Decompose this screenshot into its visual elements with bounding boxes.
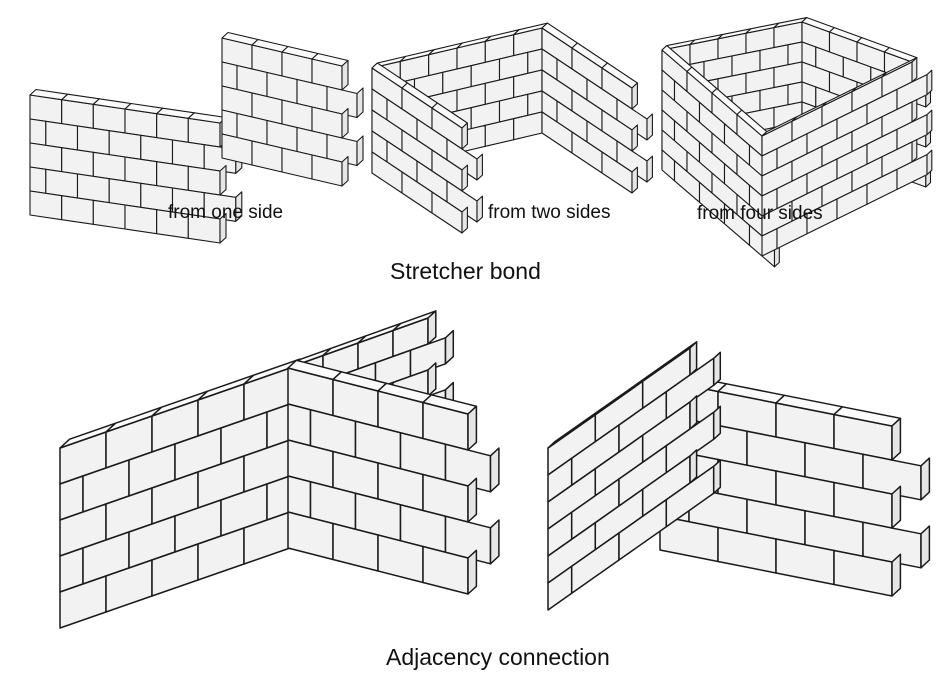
caption-from-four-sides: from four sides xyxy=(697,203,823,224)
section-title-adjacency-connection: Adjacency connection xyxy=(386,644,610,670)
caption-from-two-sides: from two sides xyxy=(488,202,611,223)
caption-from-one-side: from one side xyxy=(168,202,284,223)
section-title-stretcher-bond: Stretcher bond xyxy=(390,258,541,284)
